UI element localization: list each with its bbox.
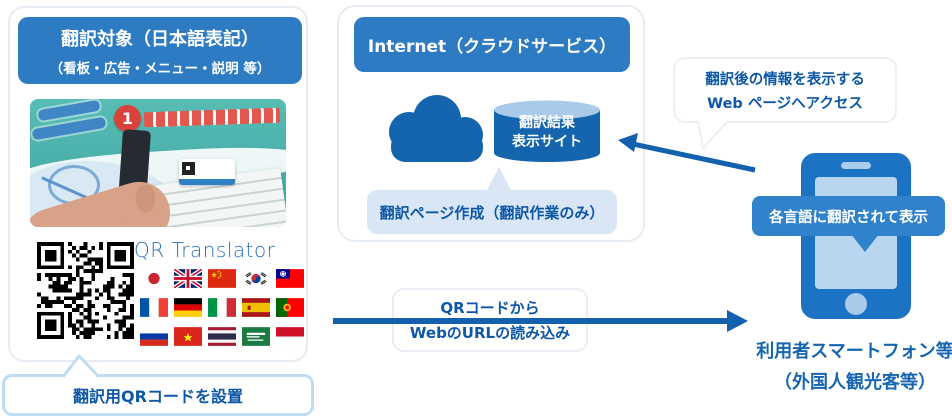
phone-home-button (845, 293, 867, 315)
sign-scanning-photo: 1 (30, 99, 286, 227)
flag-japan-icon (140, 269, 168, 288)
user-smartphone-caption: 利用者スマートフォン等 （外国人観光客等） (740, 336, 952, 398)
qr-read-label: QRコードから WebのURLの読み込み (392, 288, 588, 352)
flag-italy-icon (208, 298, 236, 317)
access-web-callout-line2: Web ページへアクセス (707, 95, 863, 112)
flag-spain-icon (242, 298, 270, 317)
database-label-line1: 翻訳結果 (519, 115, 575, 131)
qr-code (37, 242, 134, 339)
flag-france-icon (140, 298, 168, 317)
flag-taiwan-icon (276, 269, 304, 288)
smartphone-icon (801, 153, 911, 319)
left-card-header: 翻訳対象（日本語表記） （看板・広告・メニュー・説明 等） (18, 17, 302, 84)
flag-thailand-icon (208, 327, 236, 346)
access-web-callout: 翻訳後の情報を表示する Web ページへアクセス (673, 57, 897, 123)
setup-qr-callout-text: 翻訳用QRコードを設置 (73, 387, 243, 406)
qr-read-label-line2: WebのURLの読み込み (409, 324, 571, 342)
flag-saudi-arabia-icon (242, 327, 270, 346)
translation-site-database: 翻訳結果 表示サイト (494, 100, 600, 164)
translated-display-label: 各言語に翻訳されて表示 (752, 196, 945, 236)
flag-vietnam-icon (174, 327, 202, 346)
left-card-title: 翻訳対象（日本語表記） (61, 28, 259, 50)
flag-china-icon (208, 269, 236, 288)
flag-portugal-icon (276, 298, 304, 317)
photo-qr-sign-code (182, 162, 195, 175)
translation-source-card: 翻訳対象（日本語表記） （看板・広告・メニュー・説明 等） 1 QR Tran (8, 6, 308, 362)
access-web-callout-tail (697, 120, 729, 151)
photo-qr-sign (179, 159, 235, 185)
internet-header-text: Internet（クラウドサービス） (367, 37, 617, 57)
photo-qr-sign-strip (179, 179, 235, 185)
qr-read-label-line1: QRコードから (440, 299, 540, 317)
left-card-subtitle: （看板・広告・メニュー・説明 等） (49, 60, 271, 77)
flag-uk-icon (174, 269, 202, 288)
setup-qr-callout: 翻訳用QRコードを設置 (2, 374, 314, 416)
qr-translator-logo: QR Translator (134, 238, 276, 262)
cloud-icon (389, 95, 483, 162)
user-smartphone-caption-line2: （外国人観光客等） (774, 372, 936, 393)
internet-header: Internet（クラウドサービス） (354, 17, 630, 72)
user-smartphone-caption-line1: 利用者スマートフォン等 (756, 341, 952, 362)
access-web-callout-line1: 翻訳後の情報を表示する (705, 71, 865, 88)
translation-page-callout-text: 翻訳ページ作成（翻訳作業のみ） (379, 203, 605, 222)
photo-fingers (136, 185, 155, 212)
database-icon (494, 100, 600, 162)
flag-indonesia-icon (276, 327, 304, 346)
flag-germany-icon (174, 298, 202, 317)
translated-display-label-text: 各言語に翻訳されて表示 (768, 209, 929, 226)
flag-russia-icon (140, 327, 168, 346)
database-label: 翻訳結果 表示サイト (494, 114, 600, 152)
database-label-line2: 表示サイト (512, 134, 582, 150)
flags-grid (140, 269, 304, 346)
phone-speaker (841, 162, 871, 169)
translation-page-callout: 翻訳ページ作成（翻訳作業のみ） (367, 190, 617, 234)
flag-south-korea-icon (242, 269, 270, 288)
photo-number-badge: 1 (114, 105, 141, 132)
internet-cloud-card: Internet（クラウドサービス） 翻訳結果 表示サイト 翻訳ページ作成（翻訳… (337, 5, 645, 242)
